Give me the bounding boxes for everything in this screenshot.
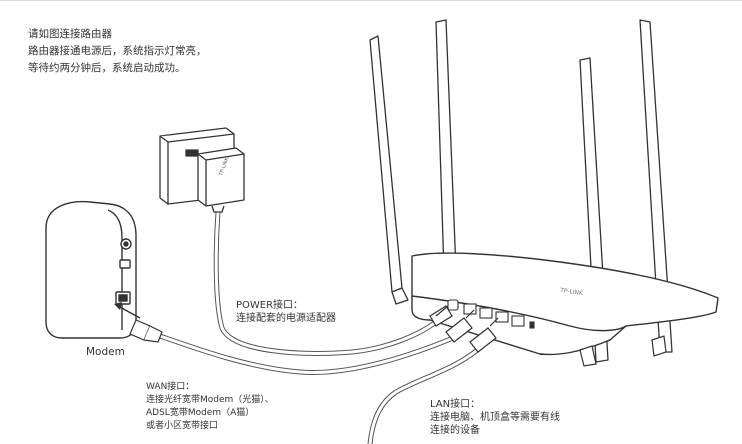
- router-brand-logo: TP-LINK: [559, 287, 585, 297]
- power-adapter: [185, 147, 245, 213]
- wan-plug-modem: [129, 319, 163, 343]
- wan-port: [463, 303, 477, 315]
- router-ports: [447, 299, 535, 329]
- power-port-arrow: [435, 305, 449, 317]
- wan-port-line-1: 连接光纤宽带Modem（光猫）、: [146, 395, 274, 405]
- instructions-title: 请如图连接路由器: [28, 28, 112, 40]
- setup-instructions: 请如图连接路由器 路由器接通电源后，系统指示灯常亮， 等待约两分钟后，系统启动成…: [28, 26, 207, 77]
- wan-port-line-3: 或者小区宽带接口: [146, 421, 219, 431]
- lan-port-line-1: 连接电脑、机顶盒等需要有线: [430, 412, 560, 423]
- lan-port-arrow: [489, 317, 499, 327]
- wan-port-line-2: ADSL宽带Modem（A猫）: [146, 408, 255, 418]
- lan-plug-router: [469, 327, 497, 353]
- router-foot-right: [651, 335, 667, 357]
- lan-port-title: LAN接口：: [430, 399, 481, 410]
- power-cable: [213, 209, 439, 356]
- wan-plug-router: [445, 317, 473, 343]
- power-plug-router: [429, 305, 453, 327]
- wan-port-title: WAN接口：: [146, 382, 195, 392]
- router-foot-left: [579, 345, 597, 367]
- lan-port-2: [495, 311, 509, 323]
- power-port-callout: POWER接口： 连接配套的电源适配器: [236, 299, 336, 325]
- wan-port-callout: WAN接口： 连接光纤宽带Modem（光猫）、 ADSL宽带Modem（A猫） …: [146, 381, 274, 433]
- modem-wan-arrow: [117, 305, 141, 319]
- modem-label: Modem: [86, 346, 125, 358]
- lan-port-callout: LAN接口： 连接电脑、机顶盒等需要有线 连接的设备: [430, 398, 560, 437]
- instructions-line-1: 路由器接通电源后，系统指示灯常亮，: [28, 45, 207, 57]
- lan-port-1: [479, 307, 493, 319]
- top-divider: [0, 0, 742, 1]
- lan-port-3: [511, 315, 525, 327]
- wan-port-arrow: [465, 309, 475, 319]
- power-port-desc: 连接配套的电源适配器: [236, 313, 336, 324]
- power-port: [447, 299, 459, 311]
- power-port-title: POWER接口：: [236, 300, 304, 311]
- modem-device: [45, 200, 137, 339]
- instructions-line-2: 等待约两分钟后，系统启动成功。: [28, 62, 186, 74]
- lan-port-line-2: 连接的设备: [430, 425, 480, 436]
